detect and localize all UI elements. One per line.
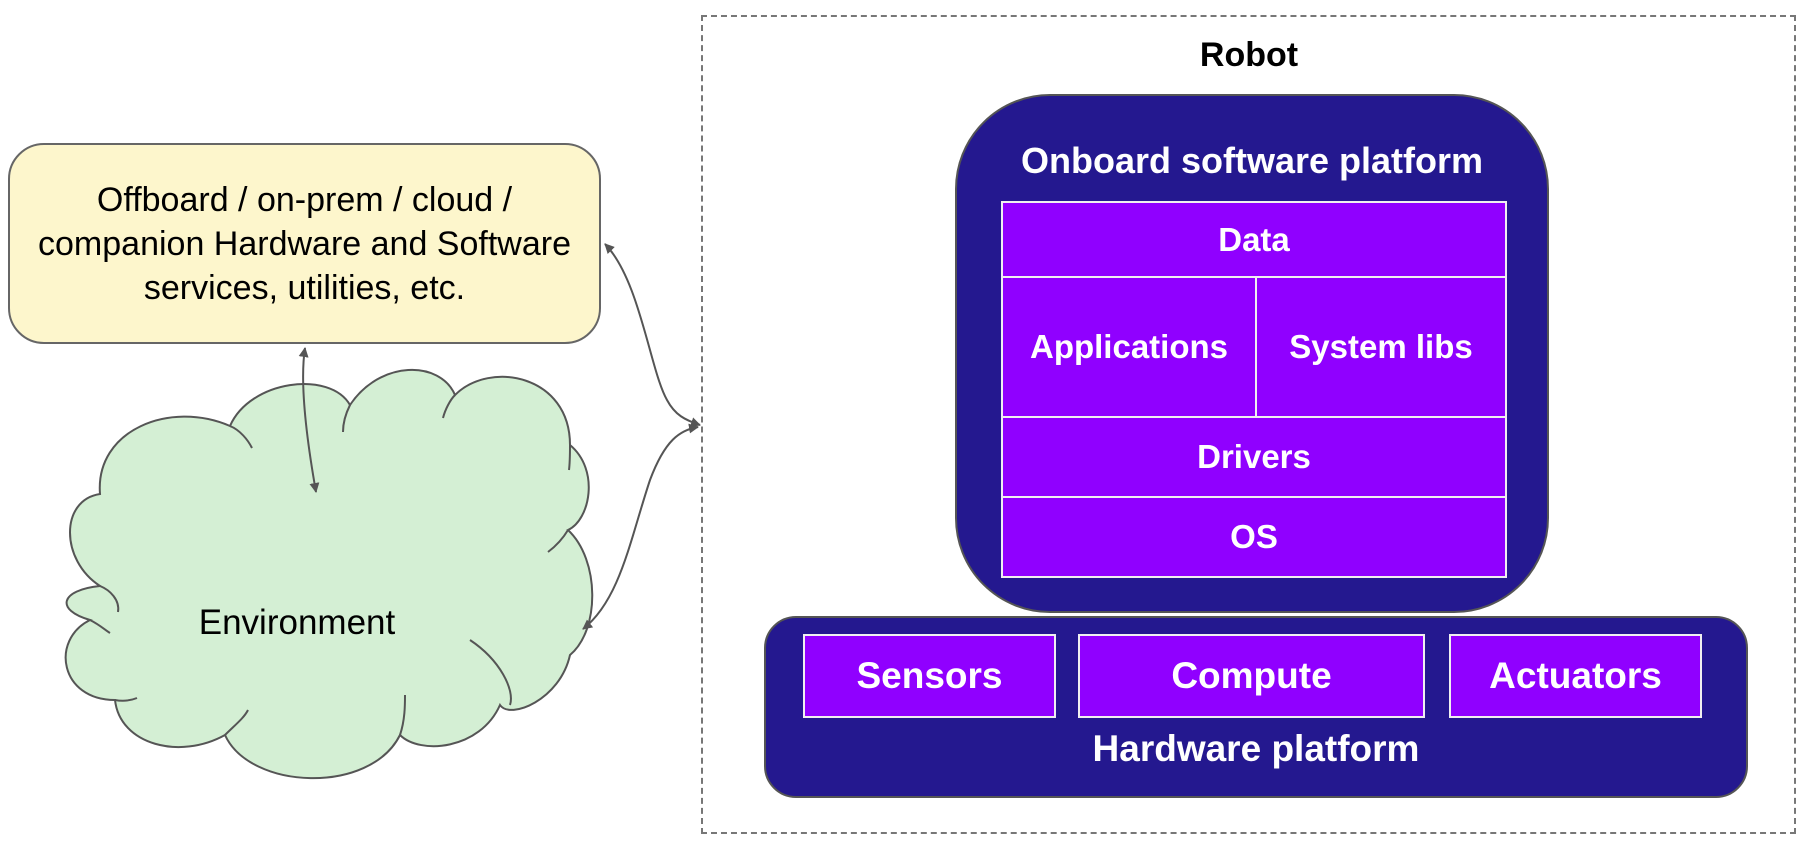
- environment-label: Environment: [198, 603, 396, 642]
- arrow-offboard-robot: [604, 243, 701, 427]
- robot-boundary: [701, 15, 1796, 834]
- hardware-title: Hardware platform: [1092, 728, 1420, 769]
- onboard-title: Onboard software platform: [1020, 140, 1484, 181]
- arrow-environment-robot: [582, 423, 699, 630]
- offboard-label: Offboard / on-prem / cloud / companion H…: [38, 180, 571, 307]
- layer-system-libs-label: System libs: [1289, 328, 1473, 365]
- layer-applications-label: Applications: [1029, 328, 1229, 365]
- layer-os[interactable]: OS: [1001, 496, 1507, 578]
- layer-data-label: Data: [1218, 220, 1290, 258]
- hw-compute-label: Compute: [1171, 655, 1332, 696]
- hw-sensors-label: Sensors: [856, 655, 1003, 696]
- hw-actuators-label: Actuators: [1489, 655, 1662, 696]
- offboard-services-box[interactable]: Offboard / on-prem / cloud / companion H…: [8, 143, 601, 344]
- hw-compute[interactable]: Compute: [1078, 634, 1425, 718]
- layer-system-libs[interactable]: System libs: [1255, 276, 1507, 418]
- layer-data[interactable]: Data: [1001, 201, 1507, 278]
- robot-title: Robot: [1199, 36, 1299, 74]
- layer-applications[interactable]: Applications: [1001, 276, 1257, 418]
- layer-drivers[interactable]: Drivers: [1001, 416, 1507, 498]
- hw-sensors[interactable]: Sensors: [803, 634, 1056, 718]
- arrow-offboard-environment: [298, 347, 320, 493]
- hw-actuators[interactable]: Actuators: [1449, 634, 1702, 718]
- layer-os-label: OS: [1230, 518, 1278, 555]
- layer-drivers-label: Drivers: [1197, 438, 1311, 475]
- environment-cloud[interactable]: [64, 368, 594, 780]
